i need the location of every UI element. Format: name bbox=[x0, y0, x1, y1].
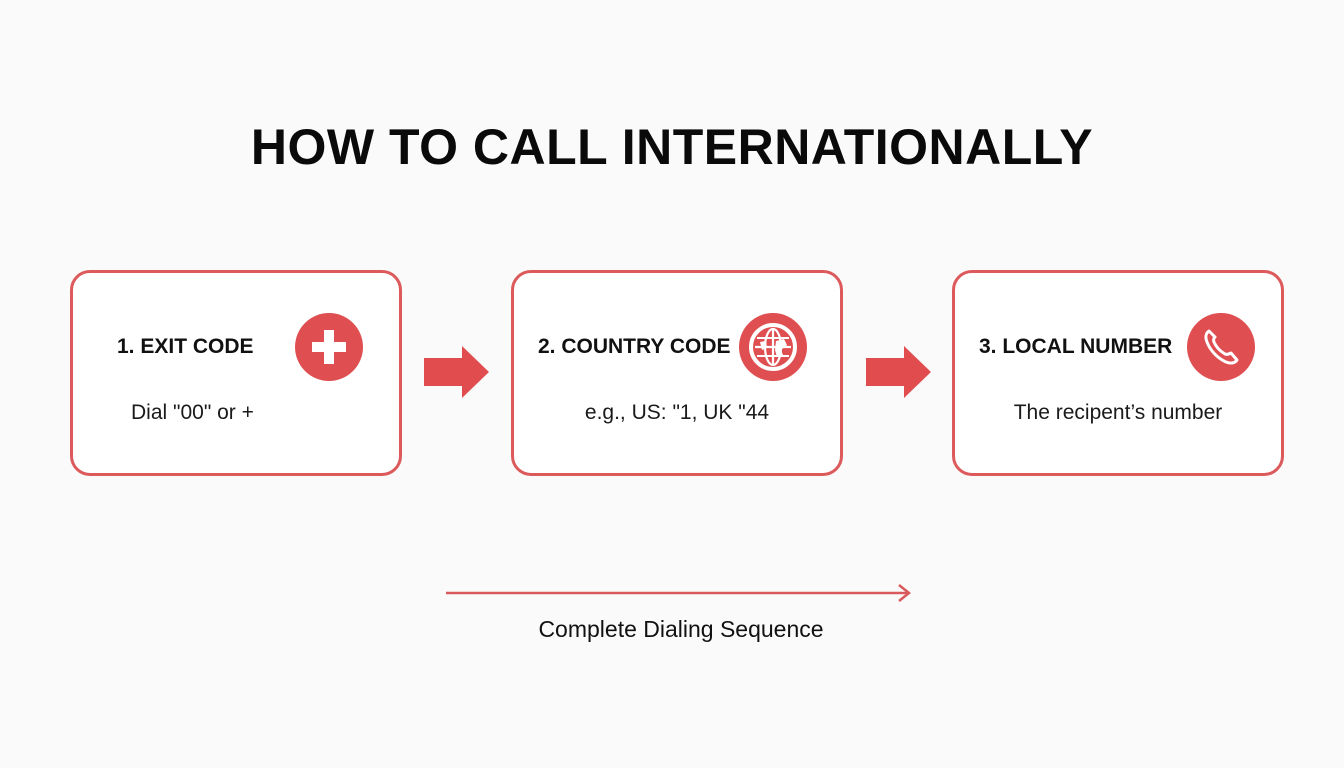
plus-icon bbox=[295, 313, 363, 381]
long-arrow-right-icon bbox=[446, 584, 912, 602]
step-description: Dial "00" or + bbox=[131, 401, 254, 424]
globe-icon bbox=[739, 313, 807, 381]
arrow-right-icon bbox=[424, 346, 489, 398]
step-card-country-code: 2. COUNTRY CODE e.g., US: "1, UK "44 bbox=[511, 270, 843, 476]
step-title: 2. COUNTRY CODE bbox=[538, 335, 731, 358]
page-title: HOW TO CALL INTERNATIONALLY bbox=[250, 119, 1094, 175]
step-card-local-number: 3. LOCAL NUMBER The recipent’s number bbox=[952, 270, 1284, 476]
step-card-exit-code: 1. EXIT CODE Dial "00" or + bbox=[70, 270, 402, 476]
phone-icon bbox=[1187, 313, 1255, 381]
arrow-right-icon bbox=[866, 346, 931, 398]
step-description: e.g., US: "1, UK "44 bbox=[584, 401, 770, 424]
sequence-label: Complete Dialing Sequence bbox=[538, 616, 824, 642]
step-description: The recipent’s number bbox=[1013, 401, 1223, 424]
step-title: 1. EXIT CODE bbox=[117, 335, 254, 358]
step-title: 3. LOCAL NUMBER bbox=[979, 335, 1173, 358]
